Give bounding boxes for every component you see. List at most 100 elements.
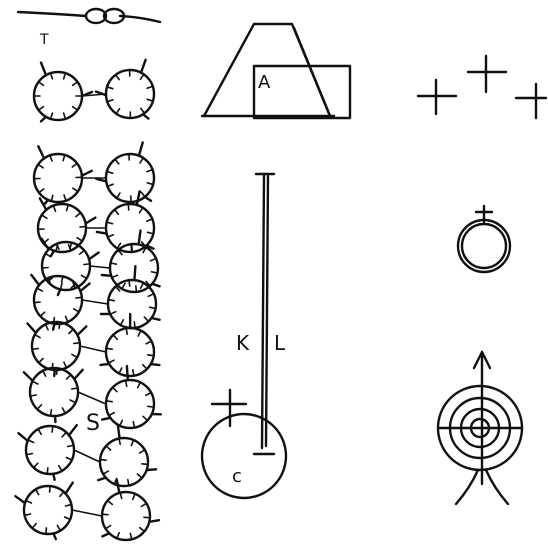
chain-tick	[46, 325, 48, 330]
chain-tick	[33, 524, 36, 528]
chain-tick	[36, 335, 40, 337]
chain-tick	[152, 272, 157, 273]
chain-spike	[51, 251, 54, 256]
chain-spike	[102, 533, 109, 536]
chain-tick	[143, 416, 147, 419]
chain-spike	[28, 324, 36, 333]
chain-tick	[141, 504, 145, 507]
chain-tick	[148, 355, 153, 356]
circle-chain	[15, 60, 161, 540]
chain-tick	[107, 526, 111, 529]
chain-tick	[73, 83, 77, 86]
chain-tick	[33, 349, 38, 350]
chain-tick	[118, 243, 121, 247]
chain-tick	[128, 480, 129, 485]
triangle-box-figure: A	[202, 24, 350, 118]
chain-tick	[120, 368, 122, 373]
chain-tick	[132, 245, 133, 250]
chain-spike	[137, 191, 140, 205]
chain-tick	[81, 275, 85, 278]
chain-tick	[39, 83, 43, 86]
chain-spike	[98, 478, 106, 481]
chain-tick	[141, 284, 143, 288]
chain-tick	[121, 320, 123, 324]
chain-circle	[108, 280, 156, 328]
chain-tick	[51, 113, 53, 118]
chain-spike	[147, 469, 157, 470]
chain-tick	[72, 354, 76, 356]
chain-tick	[109, 235, 114, 237]
chain-spike	[102, 418, 110, 420]
chain-tick	[64, 195, 66, 200]
chain-tick	[110, 360, 115, 362]
chain-spike	[53, 324, 54, 330]
chain-tick	[108, 223, 113, 224]
chain-tick	[113, 388, 117, 391]
chain-tick	[108, 172, 113, 173]
chain-spike	[54, 533, 56, 539]
chain-circle	[34, 276, 82, 324]
chain-spike	[31, 275, 39, 285]
chain-circle	[106, 70, 154, 118]
chain-tick	[137, 474, 141, 477]
chain-tick	[120, 420, 122, 425]
chain-tick	[73, 107, 77, 110]
chain-spike	[139, 143, 143, 156]
chain-spike	[58, 289, 60, 295]
cross-icon	[212, 390, 246, 426]
chain-tick	[146, 342, 151, 344]
chain-spike	[152, 284, 160, 287]
chain-tick	[47, 468, 48, 473]
infinity-loop-icon	[86, 9, 124, 23]
chain-tick	[80, 251, 84, 254]
chain-spike	[44, 200, 48, 205]
chain-tick	[76, 297, 81, 298]
chain-spike	[149, 520, 159, 522]
chain-tick	[104, 471, 108, 474]
chain-tick	[148, 232, 153, 233]
chain-tick	[31, 395, 36, 396]
chain-tick	[36, 490, 39, 494]
chain-tick	[107, 348, 112, 349]
chain-tick	[27, 501, 32, 503]
top-label: T	[39, 32, 49, 48]
chain-tick	[66, 316, 68, 321]
chain-tick	[57, 525, 60, 529]
chain-tick	[140, 528, 144, 531]
chain-spike	[24, 372, 33, 381]
chain-connector	[74, 450, 100, 462]
chain-spike	[97, 232, 107, 234]
chain-tick	[116, 76, 119, 80]
chain-tick	[51, 74, 53, 79]
chain-spike	[96, 179, 106, 182]
chain-tick	[141, 108, 144, 112]
chain-tick	[59, 466, 62, 470]
chain-tick	[67, 206, 68, 211]
chain-spike	[151, 364, 160, 365]
chain-spike	[145, 197, 151, 201]
chain-tick	[108, 184, 113, 186]
left-column: T S	[15, 9, 161, 540]
chain-tick	[111, 312, 116, 314]
chain-tick	[108, 87, 113, 89]
chain-tick	[43, 216, 47, 219]
chain-spike	[66, 483, 73, 494]
chain-spike	[41, 117, 46, 122]
pendulum-label-left: K	[236, 331, 250, 355]
chain-tick	[68, 446, 73, 447]
chain-tick	[121, 494, 122, 499]
chain-spike	[139, 231, 141, 245]
chain-tick	[140, 209, 143, 213]
chain-spike	[41, 63, 46, 76]
chain-tick	[84, 264, 89, 265]
chain-spike	[55, 416, 56, 422]
chain-tick	[64, 74, 66, 79]
chain-tick	[140, 450, 144, 453]
chain-tick	[43, 372, 45, 377]
chain-tick	[117, 193, 120, 197]
chain-tick	[117, 533, 119, 538]
chain-tick	[144, 317, 148, 321]
chain-tick	[40, 189, 44, 192]
top-line	[18, 12, 86, 16]
chain-tick	[77, 238, 81, 241]
